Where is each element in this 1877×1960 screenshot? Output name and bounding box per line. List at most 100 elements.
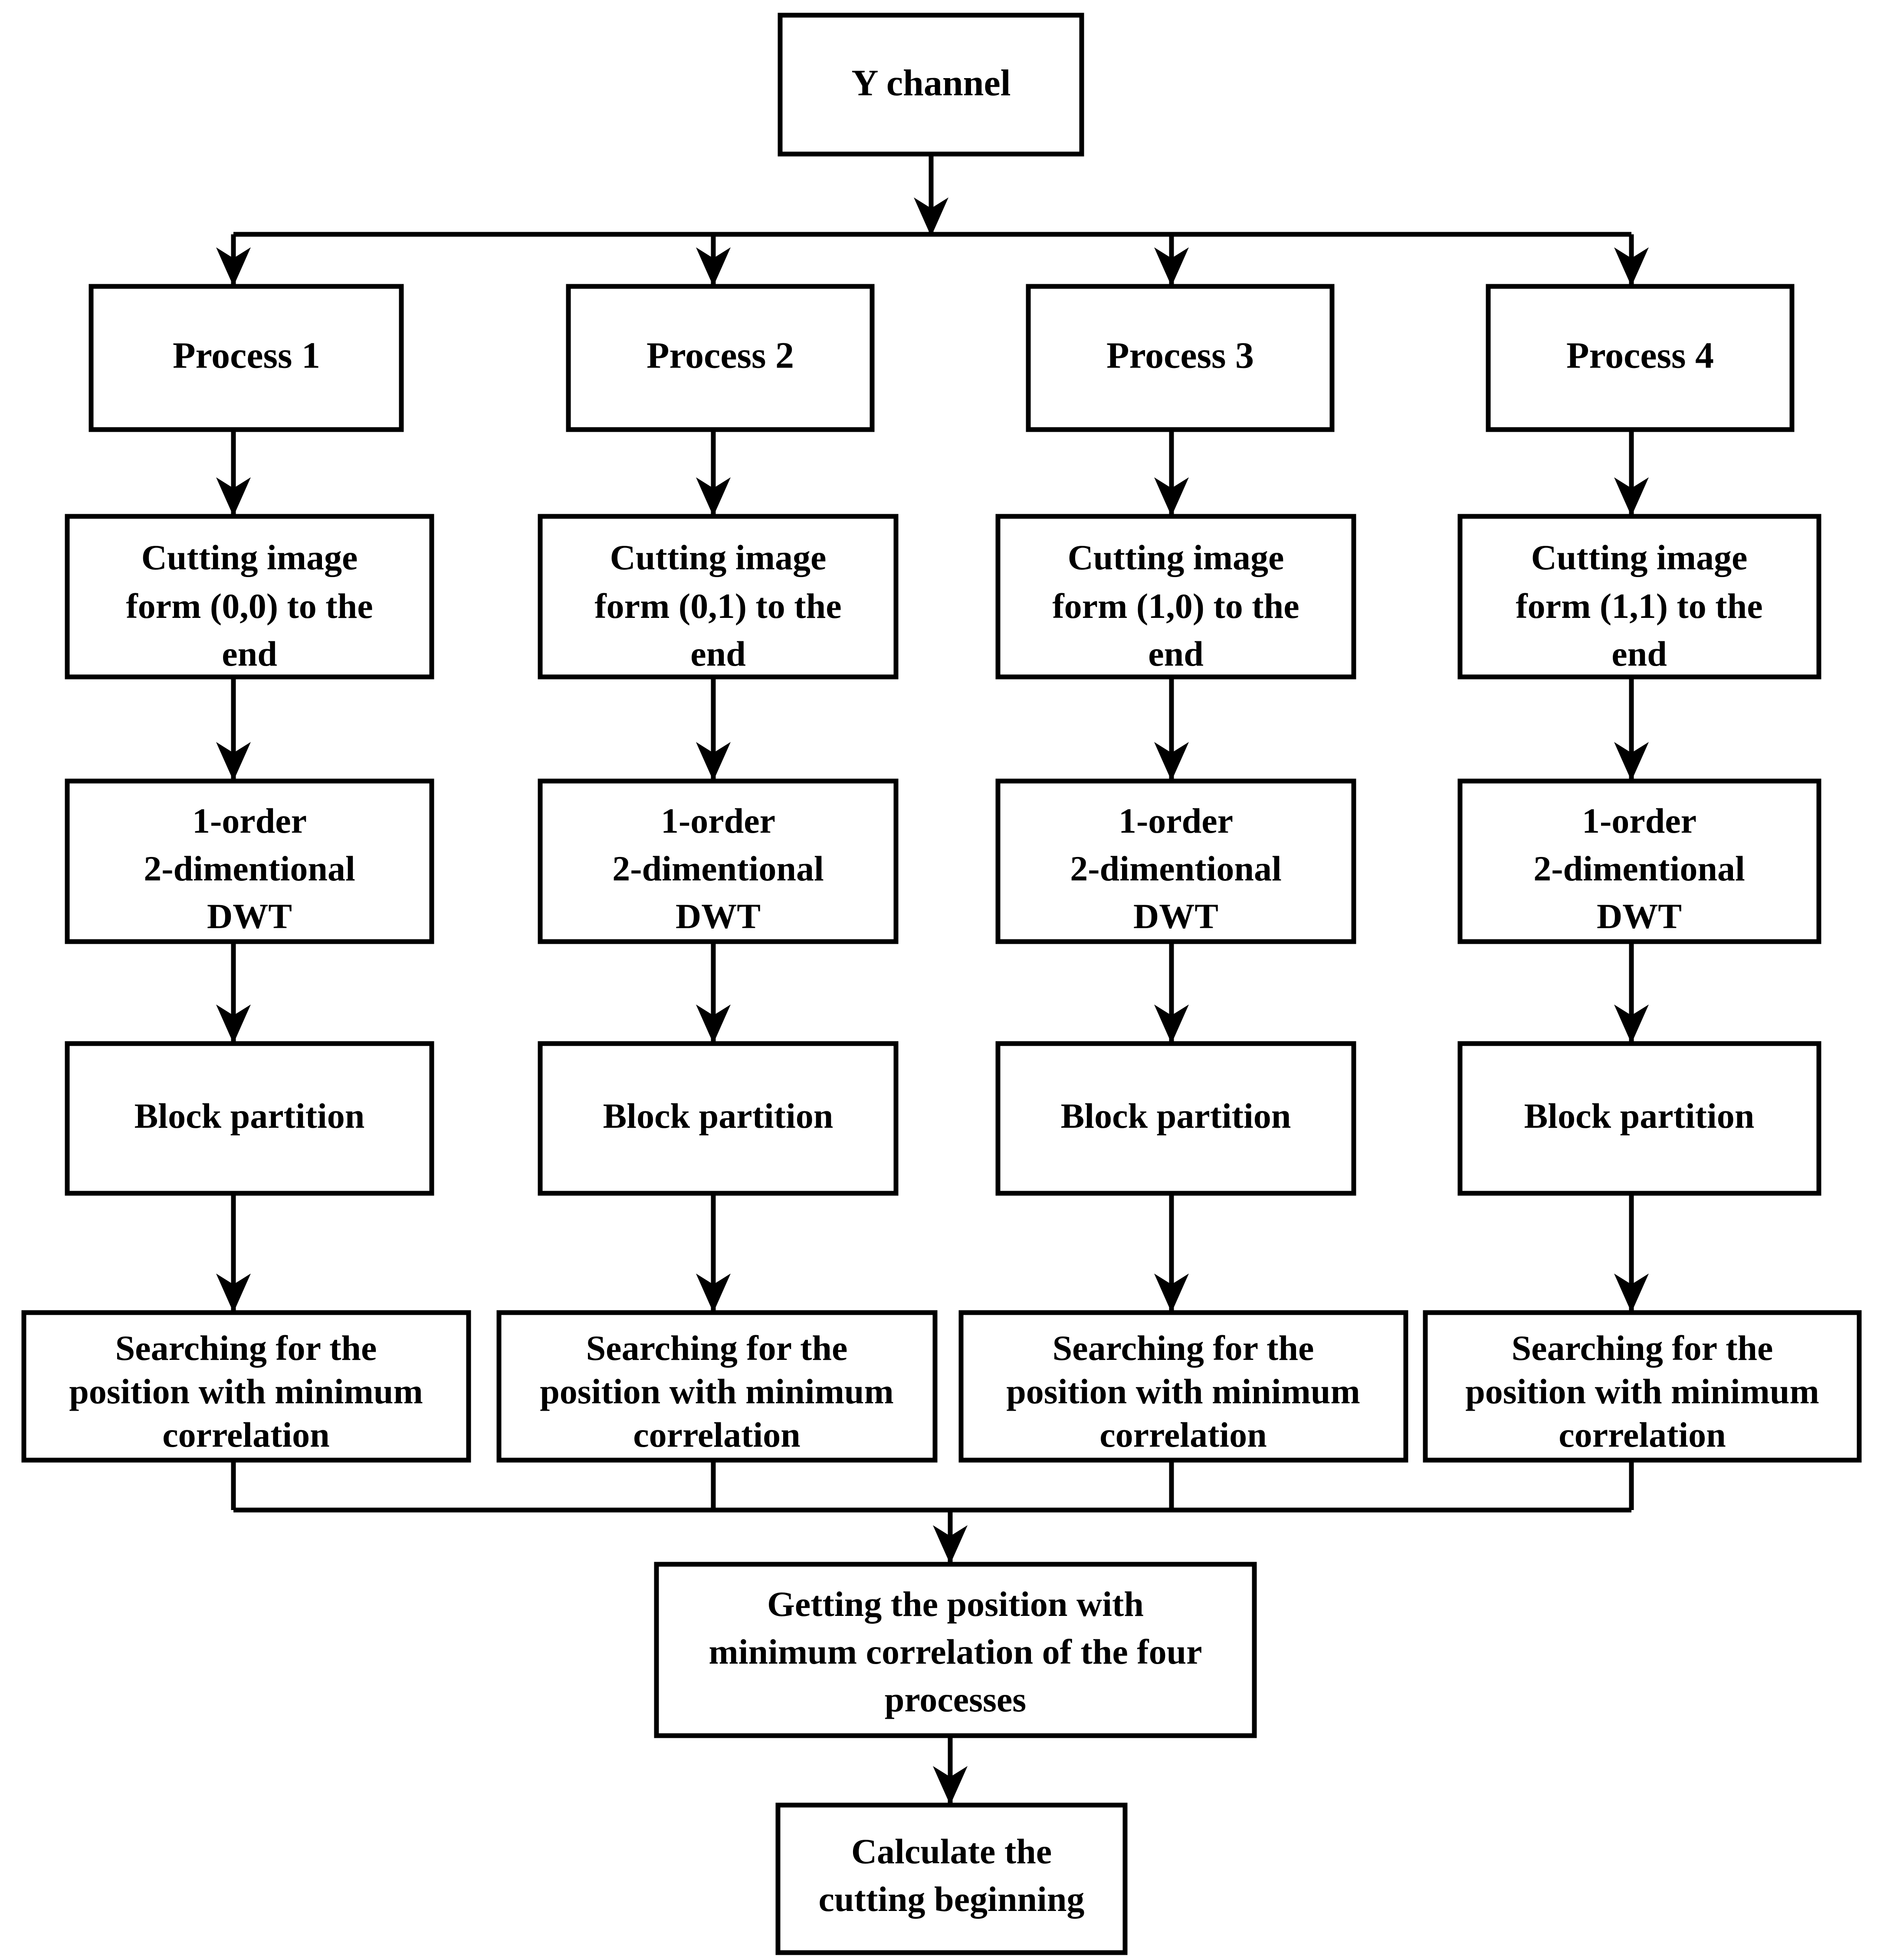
node-search-2[interactable]: Searching for the position with minimum … xyxy=(496,1310,938,1463)
node-search-1[interactable]: Searching for the position with minimum … xyxy=(21,1310,471,1463)
search-2-line-3: correlation xyxy=(633,1415,801,1454)
node-process-3[interactable]: Process 3 xyxy=(1026,284,1335,432)
node-process-2[interactable]: Process 2 xyxy=(566,284,875,432)
search-3-line-2: position with minimum xyxy=(1006,1372,1360,1411)
search-2-line-1: Searching for the xyxy=(586,1328,848,1368)
process-2-box[interactable] xyxy=(566,284,875,432)
cut-1-box[interactable] xyxy=(65,514,434,680)
node-block-3[interactable]: Block partition xyxy=(995,1041,1356,1196)
cut-1-line-3: end xyxy=(222,634,277,673)
cut-2-line-3: end xyxy=(690,634,746,673)
node-dwt-1[interactable]: 1-order 2-dimentional DWT xyxy=(65,778,434,944)
cut-4-line-2: form (1,1) to the xyxy=(1516,586,1762,626)
node-cut-2[interactable]: Cutting image form (0,1) to the end xyxy=(538,514,899,680)
arrowhead-cut-4 xyxy=(1614,477,1649,516)
search-2-box[interactable] xyxy=(496,1310,938,1463)
dwt-4-line-1: 1-order xyxy=(1582,801,1697,840)
block-4-box[interactable] xyxy=(1457,1041,1821,1196)
arrowhead-process-2 xyxy=(696,247,731,286)
arrowhead-ychannel-bus xyxy=(914,197,948,236)
cut-3-box[interactable] xyxy=(995,514,1356,680)
arrowhead-process-1 xyxy=(216,247,251,286)
connector-layer xyxy=(216,154,1649,1805)
dwt-1-line-2: 2-dimentional xyxy=(144,849,355,888)
dwt-3-box[interactable] xyxy=(995,778,1356,944)
process-1-box[interactable] xyxy=(89,284,404,432)
cut-2-line-1: Cutting image xyxy=(610,538,827,577)
arrowhead-dwt-4 xyxy=(1614,742,1649,781)
node-block-4[interactable]: Block partition xyxy=(1457,1041,1821,1196)
search-3-line-1: Searching for the xyxy=(1053,1328,1314,1368)
getting-position-box[interactable] xyxy=(654,1562,1257,1738)
node-dwt-3[interactable]: 1-order 2-dimentional DWT xyxy=(995,778,1356,944)
arrowhead-cut-3 xyxy=(1154,477,1189,516)
cut-1-line-2: form (0,0) to the xyxy=(126,586,373,626)
arrowhead-process-4 xyxy=(1614,247,1649,286)
cut-2-line-2: form (0,1) to the xyxy=(594,586,841,626)
node-search-3[interactable]: Searching for the position with minimum … xyxy=(958,1310,1408,1463)
dwt-3-line-1: 1-order xyxy=(1119,801,1233,840)
dwt-2-box[interactable] xyxy=(538,778,899,944)
node-block-2[interactable]: Block partition xyxy=(538,1041,899,1196)
dwt-1-box[interactable] xyxy=(65,778,434,944)
dwt-4-line-3: DWT xyxy=(1597,896,1682,936)
dwt-3-line-2: 2-dimentional xyxy=(1070,849,1281,888)
search-4-line-1: Searching for the xyxy=(1512,1328,1773,1368)
node-dwt-4[interactable]: 1-order 2-dimentional DWT xyxy=(1457,778,1821,944)
block-2-box[interactable] xyxy=(538,1041,899,1196)
arrowhead-block-4 xyxy=(1614,1005,1649,1044)
search-4-line-2: position with minimum xyxy=(1465,1372,1819,1411)
y-channel-box[interactable] xyxy=(778,13,1084,157)
arrowhead-dwt-2 xyxy=(696,742,731,781)
getting-line-2: minimum correlation of the four xyxy=(709,1632,1202,1671)
node-block-1[interactable]: Block partition xyxy=(65,1041,434,1196)
process-4-label: Process 4 xyxy=(1566,335,1714,376)
arrowhead-dwt-1 xyxy=(216,742,251,781)
arrowhead-cut-1 xyxy=(216,477,251,516)
dwt-4-box[interactable] xyxy=(1457,778,1821,944)
arrowhead-search-4 xyxy=(1614,1274,1649,1313)
search-1-line-2: position with minimum xyxy=(69,1372,423,1411)
search-4-box[interactable] xyxy=(1423,1310,1862,1463)
dwt-2-line-3: DWT xyxy=(676,896,761,936)
cut-1-line-1: Cutting image xyxy=(141,538,358,577)
node-cut-1[interactable]: Cutting image form (0,0) to the end xyxy=(65,514,434,680)
node-process-1[interactable]: Process 1 xyxy=(89,284,404,432)
cut-4-line-3: end xyxy=(1611,634,1667,673)
node-cut-3[interactable]: Cutting image form (1,0) to the end xyxy=(995,514,1356,680)
node-getting-position[interactable]: Getting the position with minimum correl… xyxy=(654,1562,1257,1738)
arrowhead-search-3 xyxy=(1154,1274,1189,1313)
search-1-line-1: Searching for the xyxy=(115,1328,377,1368)
dwt-1-line-1: 1-order xyxy=(192,801,307,840)
block-1-label: Block partition xyxy=(135,1096,365,1136)
arrowhead-block-1 xyxy=(216,1005,251,1044)
cut-3-line-3: end xyxy=(1148,634,1204,673)
arrowhead-search-1 xyxy=(216,1274,251,1313)
cut-4-box[interactable] xyxy=(1457,514,1821,680)
process-3-box[interactable] xyxy=(1026,284,1335,432)
search-3-line-3: correlation xyxy=(1099,1415,1267,1454)
process-2-label: Process 2 xyxy=(646,335,794,376)
dwt-4-line-2: 2-dimentional xyxy=(1533,849,1745,888)
arrowhead-process-3 xyxy=(1154,247,1189,286)
node-calculate-cutting[interactable]: Calculate the cutting beginning xyxy=(775,1802,1128,1955)
y-channel-label: Y channel xyxy=(851,62,1011,104)
search-3-box[interactable] xyxy=(958,1310,1408,1463)
node-cut-4[interactable]: Cutting image form (1,1) to the end xyxy=(1457,514,1821,680)
block-4-label: Block partition xyxy=(1524,1096,1755,1136)
search-1-box[interactable] xyxy=(21,1310,471,1463)
cut-2-box[interactable] xyxy=(538,514,899,680)
block-1-box[interactable] xyxy=(65,1041,434,1196)
block-3-label: Block partition xyxy=(1061,1096,1291,1136)
arrowhead-block-2 xyxy=(696,1005,731,1044)
node-y-channel[interactable]: Y channel xyxy=(778,13,1084,157)
process-4-box[interactable] xyxy=(1486,284,1795,432)
calculate-cutting-box[interactable] xyxy=(775,1802,1128,1955)
dwt-2-line-2: 2-dimentional xyxy=(612,849,824,888)
node-process-4[interactable]: Process 4 xyxy=(1486,284,1795,432)
node-dwt-2[interactable]: 1-order 2-dimentional DWT xyxy=(538,778,899,944)
block-3-box[interactable] xyxy=(995,1041,1356,1196)
arrowhead-search-2 xyxy=(696,1274,731,1313)
node-search-4[interactable]: Searching for the position with minimum … xyxy=(1423,1310,1862,1463)
